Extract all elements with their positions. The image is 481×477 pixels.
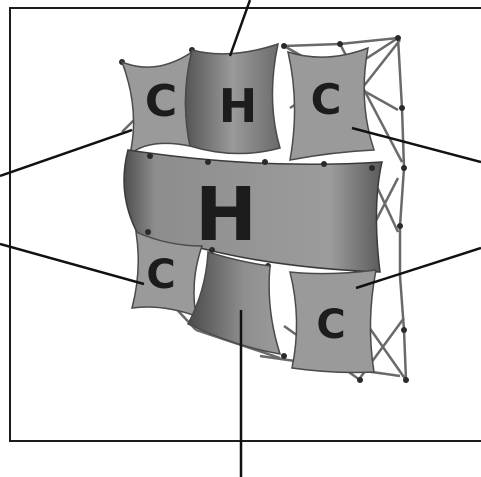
- panel-bottom-left-letter: C: [146, 252, 175, 298]
- panel-bottom-center: [188, 252, 280, 354]
- panel-top-left-letter: C: [145, 76, 177, 127]
- callout-left-lower: [0, 244, 144, 284]
- panel-top-center-letter: H: [219, 79, 258, 133]
- panel-top-right-letter: C: [311, 75, 342, 124]
- panel-bottom-right-letter: C: [316, 302, 345, 348]
- panel-middle-banner-letter: H: [195, 172, 257, 258]
- callout-left-upper: [0, 130, 132, 176]
